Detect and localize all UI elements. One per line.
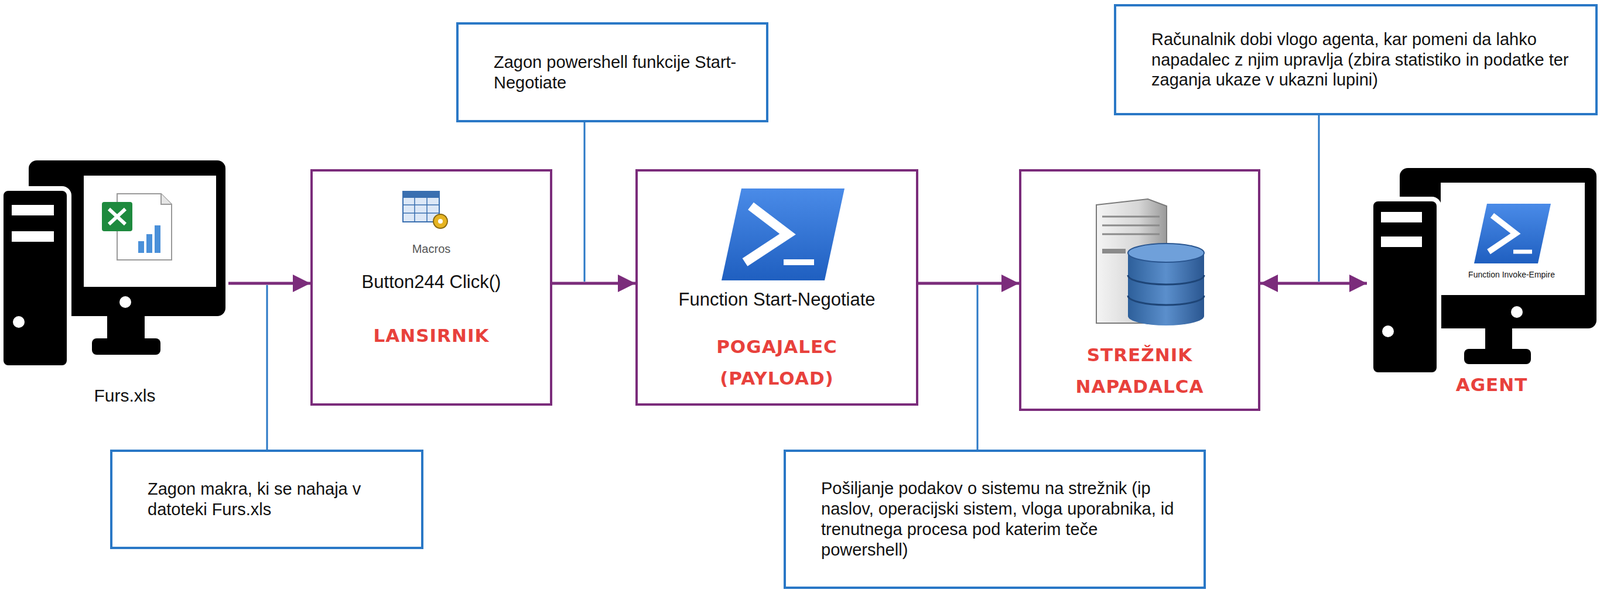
callout-text: Pošiljanje podakov o sistemu na strežnik… — [821, 478, 1181, 560]
flow-arrow — [1260, 282, 1367, 286]
leader-line — [1318, 115, 1321, 282]
computer-node: Function Invoke-EmpireAGENT — [1366, 168, 1598, 403]
callout-box: Zagon makra, ki se nahaja v datoteki Fur… — [110, 449, 424, 550]
role-label: POGAJALEC (PAYLOAD) — [672, 330, 881, 395]
flow-arrow — [918, 282, 1020, 286]
function-name: Button244 Click() — [312, 271, 550, 293]
flow-arrow — [552, 282, 636, 286]
function-name: Function Start-Negotiate — [637, 288, 916, 311]
callout-box: Pošiljanje podakov o sistemu na strežnik… — [783, 449, 1206, 590]
callout-box: Zagon powershell funkcije Start-Negotiat… — [456, 22, 769, 123]
computer-icon — [1, 160, 226, 368]
role-label: STREŽNIK NAPADALCA — [1044, 339, 1235, 403]
icon-label: Macros — [312, 241, 550, 256]
flow-arrow — [228, 282, 311, 286]
role-label: LANSIRNIK — [312, 325, 550, 347]
function-name: Function Invoke-Empire — [1435, 269, 1588, 280]
leader-line — [266, 285, 269, 450]
callout-text: Računalnik dobi vlogo agenta, kar pomeni… — [1151, 29, 1572, 91]
process-box: STREŽNIK NAPADALCA — [1019, 169, 1261, 412]
callout-text: Zagon makra, ki se nahaja v datoteki Fur… — [147, 479, 398, 521]
leader-line — [583, 122, 586, 282]
callout-box: Računalnik dobi vlogo agenta, kar pomeni… — [1113, 4, 1598, 116]
file-name: Furs.xls — [17, 385, 232, 407]
role-label: AGENT — [1433, 374, 1551, 396]
process-box: Function Start-NegotiatePOGAJALEC (PAYLO… — [635, 169, 919, 406]
powershell-icon — [721, 188, 845, 281]
server-icon — [1096, 199, 1205, 326]
computer-icon — [1371, 168, 1597, 375]
computer-node: Furs.xls — [0, 158, 229, 416]
callout-text: Zagon powershell funkcije Start-Negotiat… — [493, 52, 743, 94]
process-box: MacrosButton244 Click() LANSIRNIK — [310, 169, 553, 406]
leader-line — [976, 285, 979, 450]
excel-icon — [101, 193, 172, 261]
macros-icon — [402, 191, 448, 229]
